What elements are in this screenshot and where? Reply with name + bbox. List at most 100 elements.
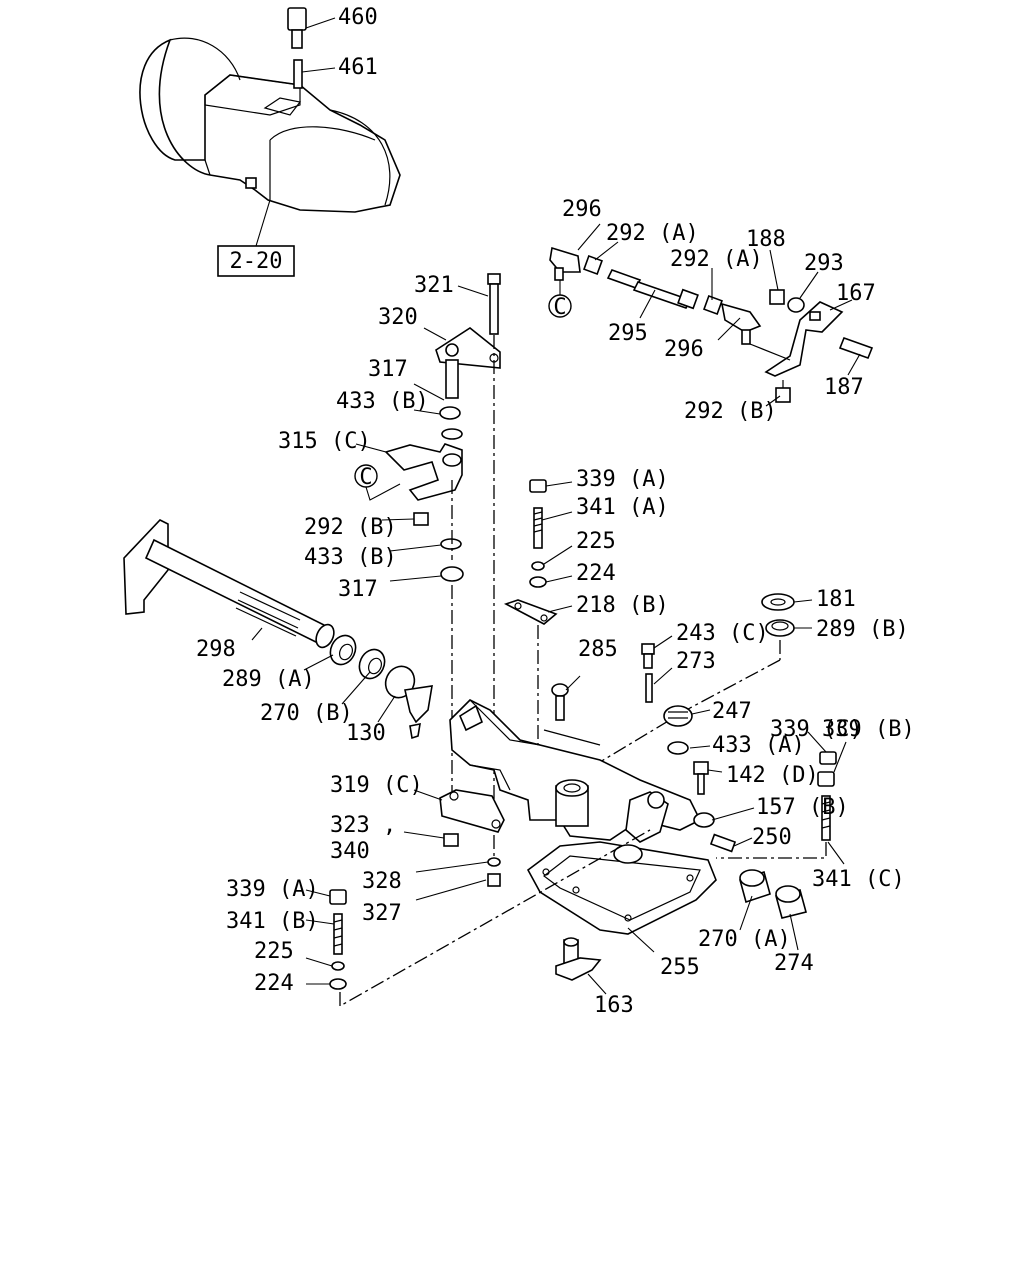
shaft-298 (123, 519, 335, 649)
bolt-250 (709, 833, 737, 853)
nut-323 (443, 833, 459, 847)
label-327: 327 (362, 901, 402, 926)
shift-rod-assembly (549, 246, 874, 403)
label-296-left: 296 (562, 197, 602, 222)
label-317-top: 317 (368, 357, 408, 382)
bushing-157b (693, 812, 715, 828)
label-296-right: 296 (664, 337, 704, 362)
label-317-low: 317 (338, 577, 378, 602)
nut-339b (817, 771, 835, 787)
bearing-289b (765, 619, 795, 637)
label-295: 295 (608, 321, 648, 346)
label-292b-left: 292 (B) (304, 515, 397, 540)
bolt-243c (641, 643, 655, 669)
part-labels: 460 461 296 292 (A) 292 (A) 188 293 167 … (196, 5, 915, 1018)
stud-341c (821, 795, 831, 841)
washer-433b-top (439, 406, 463, 440)
nut-327 (487, 873, 501, 887)
label-321: 321 (414, 273, 454, 298)
svg-text:2-20: 2-20 (230, 249, 283, 274)
label-339c: 339 (C) (770, 717, 863, 742)
lever-163 (555, 937, 602, 981)
label-224-top: 224 (576, 561, 616, 586)
pin-273 (645, 673, 653, 703)
label-339a-low: 339 (A) (226, 877, 319, 902)
label-323: 323 , (330, 813, 396, 838)
callout-c-top: C (548, 280, 572, 320)
label-247: 247 (712, 699, 752, 724)
label-289b: 289 (B) (816, 617, 909, 642)
washer-328 (487, 857, 501, 867)
label-270a: 270 (A) (698, 927, 791, 952)
label-460: 460 (338, 5, 378, 30)
label-339b: 339 (B) (822, 717, 915, 742)
reference-box: 2-20 (217, 199, 295, 277)
svg-text:C: C (359, 465, 372, 490)
bearing-270b (358, 648, 386, 680)
bolt-321 (487, 273, 501, 335)
callout-c-left: C (354, 464, 401, 501)
label-292b-right: 292 (B) (684, 399, 777, 424)
label-273: 273 (676, 649, 716, 674)
label-285: 285 (578, 637, 618, 662)
label-328: 328 (362, 869, 402, 894)
transmission-housing (139, 37, 401, 213)
washer-433b-low (440, 538, 462, 550)
label-340: 340 (330, 839, 370, 864)
bushing-270a (739, 869, 771, 904)
label-341a: 341 (A) (576, 495, 669, 520)
label-187: 187 (824, 375, 864, 400)
lever-320 (435, 327, 501, 399)
bolt-285 (551, 683, 569, 721)
label-461: 461 (338, 55, 378, 80)
label-339a-top: 339 (A) (576, 467, 669, 492)
label-181: 181 (816, 587, 856, 612)
label-255: 255 (660, 955, 700, 980)
nut-292b-left (413, 512, 429, 526)
bushing-317-low (440, 566, 464, 582)
label-293: 293 (804, 251, 844, 276)
lever-315c (384, 443, 463, 501)
label-270b: 270 (B) (260, 701, 353, 726)
bearing-289a (329, 634, 357, 666)
label-341b: 341 (B) (226, 909, 319, 934)
label-225-low: 225 (254, 939, 294, 964)
label-188: 188 (746, 227, 786, 252)
oring-433a (667, 741, 689, 755)
stud-stack-lower (329, 889, 347, 990)
plug-247 (663, 705, 693, 727)
label-167: 167 (836, 281, 876, 306)
label-319c: 319 (C) (330, 773, 423, 798)
label-433b-low: 433 (B) (304, 545, 397, 570)
label-320: 320 (378, 305, 418, 330)
main-linkage-body (449, 699, 702, 843)
seal-181 (761, 593, 795, 611)
label-243c: 243 (C) (676, 621, 769, 646)
label-298: 298 (196, 637, 236, 662)
bolt-142d (693, 761, 709, 795)
plate-319c (439, 789, 505, 833)
label-250: 250 (752, 825, 792, 850)
base-plate-255 (526, 841, 717, 935)
label-225-top: 225 (576, 529, 616, 554)
label-274: 274 (774, 951, 814, 976)
label-292a-right: 292 (A) (670, 247, 763, 272)
pin-461 (293, 59, 303, 89)
stud-stack-upper (503, 479, 558, 625)
label-142d: 142 (D) (726, 763, 819, 788)
label-292a-left: 292 (A) (606, 221, 699, 246)
label-341c: 341 (C) (812, 867, 905, 892)
shift-lever-130 (384, 665, 433, 740)
label-218b: 218 (B) (576, 593, 669, 618)
label-163: 163 (594, 993, 634, 1018)
svg-text:C: C (553, 295, 566, 320)
label-289a: 289 (A) (222, 667, 315, 692)
label-224-low: 224 (254, 971, 294, 996)
label-157b: 157 (B) (756, 795, 849, 820)
label-130: 130 (346, 721, 386, 746)
bushing-274 (775, 885, 807, 919)
label-315c: 315 (C) (278, 429, 371, 454)
bolt-460 (287, 7, 307, 49)
nut-339c (819, 751, 837, 765)
